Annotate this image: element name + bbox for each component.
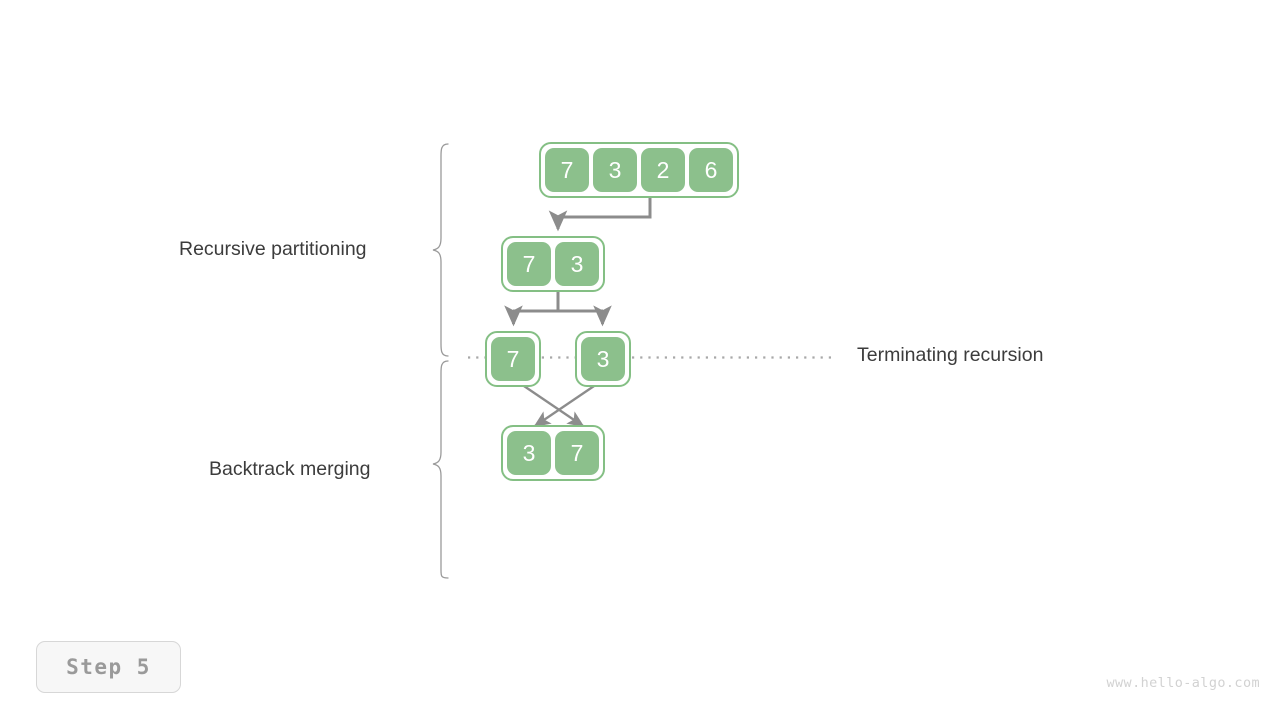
arrow-split-left-to-singles <box>504 290 612 327</box>
array-cell: 7 <box>507 242 551 286</box>
array-cell: 6 <box>689 148 733 192</box>
array-cell: 2 <box>641 148 685 192</box>
label-recursive-partitioning: Recursive partitioning <box>179 238 367 260</box>
merged-array: 3 7 <box>501 425 605 481</box>
arrow-split-root-to-left <box>548 196 652 232</box>
brace-backtrack-merging <box>432 360 449 579</box>
array-cell: 3 <box>507 431 551 475</box>
single-element-array-left: 7 <box>485 331 541 387</box>
single-element-array-right: 3 <box>575 331 631 387</box>
array-cell: 7 <box>545 148 589 192</box>
array-cell: 3 <box>593 148 637 192</box>
watermark: www.hello-algo.com <box>1106 675 1260 691</box>
step-badge: Step 5 <box>36 641 181 693</box>
root-array: 7 3 2 6 <box>539 142 739 198</box>
label-terminating-recursion: Terminating recursion <box>857 344 1044 366</box>
left-half-array: 7 3 <box>501 236 605 292</box>
array-cell: 3 <box>555 242 599 286</box>
brace-recursive-partitioning <box>432 143 449 357</box>
arrow-merge-crossing <box>520 383 598 428</box>
array-cell: 7 <box>555 431 599 475</box>
array-cell: 3 <box>581 337 625 381</box>
label-backtrack-merging: Backtrack merging <box>209 458 371 480</box>
array-cell: 7 <box>491 337 535 381</box>
